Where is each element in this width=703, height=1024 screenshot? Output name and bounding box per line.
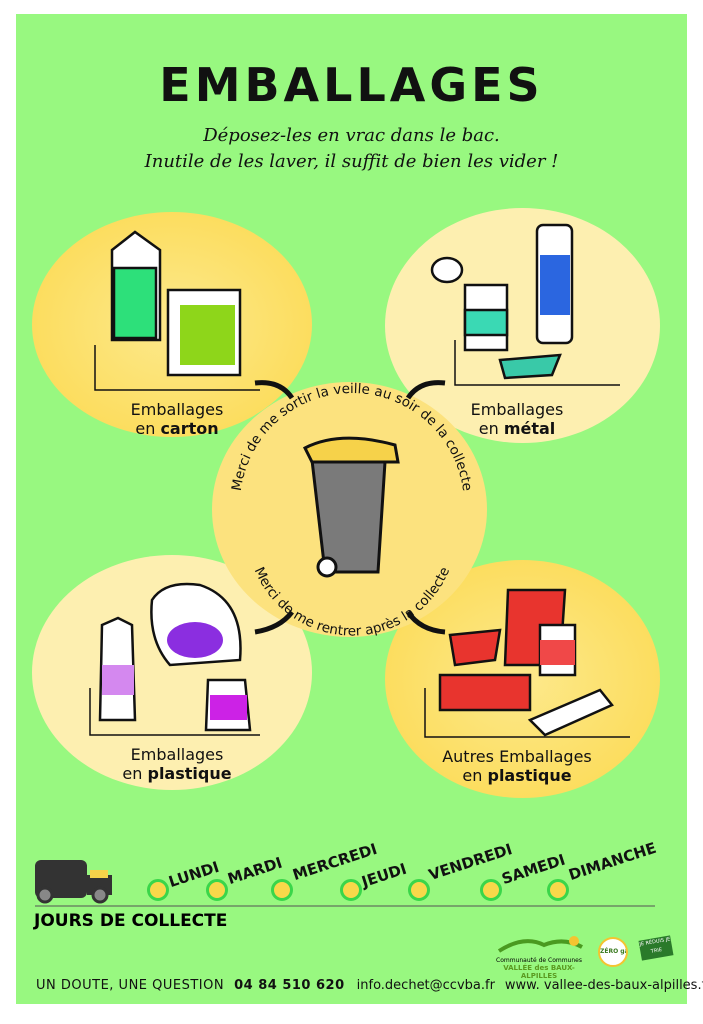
day-checkbox-lundi bbox=[147, 879, 169, 901]
metal-icon bbox=[430, 223, 620, 386]
zero-gaspi-badge: ZÉRO gaspi bbox=[598, 937, 628, 967]
wheelie-bin-icon bbox=[302, 436, 400, 578]
footer-email[interactable]: info.dechet@ccvba.fr bbox=[356, 978, 495, 993]
plastic-icon bbox=[89, 582, 260, 736]
page-title: EMBALLAGES bbox=[159, 58, 544, 112]
day-checkbox-samedi bbox=[480, 879, 502, 901]
arrow-icons bbox=[254, 380, 446, 635]
subtitle-2: Inutile de les laver, il suffit de bien … bbox=[144, 151, 559, 172]
footer-phone[interactable]: 04 84 510 620 bbox=[234, 978, 345, 993]
day-checkbox-dimanche bbox=[547, 879, 569, 901]
day-checkbox-mardi bbox=[206, 879, 228, 901]
truck-icon bbox=[35, 860, 112, 904]
ccvba-logo: Communauté de Communes VALLÉE des BAUX-A… bbox=[490, 935, 588, 980]
day-checkbox-jeudi bbox=[340, 879, 362, 901]
day-checkbox-mercredi bbox=[271, 879, 293, 901]
day-checkbox-vendredi bbox=[408, 879, 430, 901]
carton-icon bbox=[94, 230, 260, 391]
footer-question: UN DOUTE, UNE QUESTION bbox=[36, 978, 225, 993]
other-plastic-icon bbox=[424, 588, 630, 738]
subtitle-1: Déposez-les en vrac dans le bac. bbox=[203, 125, 500, 146]
metal-circle bbox=[385, 208, 660, 443]
collection-title: JOURS DE COLLECTE bbox=[34, 911, 228, 931]
footer: UN DOUTE, UNE QUESTION 04 84 510 620 info.… bbox=[36, 978, 703, 993]
footer-website[interactable]: www. vallee-des-baux-alpilles.fr bbox=[504, 978, 703, 993]
